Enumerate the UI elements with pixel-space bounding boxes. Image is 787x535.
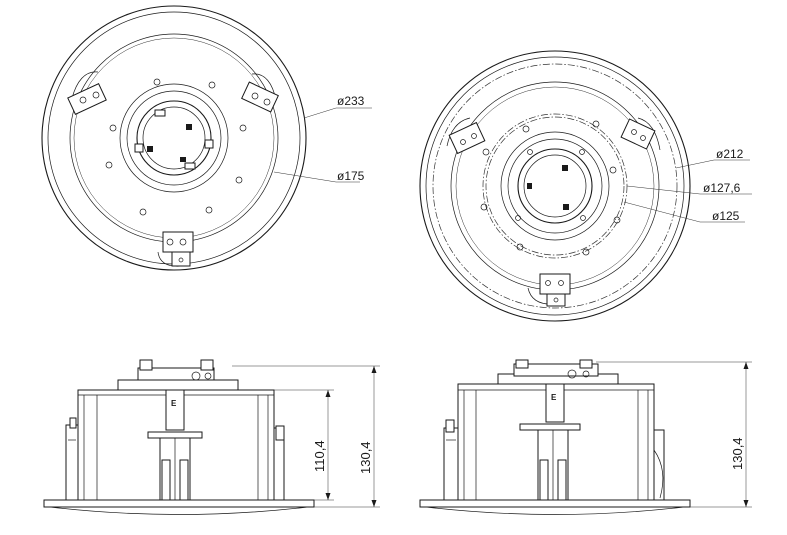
dim-inner-label: ø125	[712, 209, 740, 223]
dim-mid-label: ø127,6	[703, 181, 741, 195]
magnet-housing	[513, 363, 599, 377]
ring-127	[482, 113, 628, 259]
holder-lug	[154, 109, 166, 117]
centre-bracket	[165, 389, 185, 431]
top-view-right: ø212 ø127,6 ø125	[419, 50, 752, 322]
outer-rim-inner	[47, 11, 301, 265]
contact-block	[563, 204, 569, 210]
side-clip	[65, 424, 79, 501]
contact-block	[527, 183, 532, 189]
mount-clip	[241, 73, 279, 113]
centre-bracket	[545, 383, 565, 423]
leader-mid	[626, 185, 752, 195]
baffle-edge	[69, 33, 279, 243]
grille-ring	[73, 37, 275, 239]
side-clip	[443, 427, 459, 501]
magnet-core	[142, 106, 206, 170]
side-view-right: E 130,4	[419, 359, 752, 515]
dim-inner-label: ø175	[337, 169, 365, 183]
outer-rim	[419, 50, 691, 322]
dim-total-label: 130,4	[358, 441, 373, 474]
bracket-mark: E	[551, 393, 557, 402]
cutout-circle	[432, 63, 678, 309]
bezel	[43, 499, 315, 508]
ring-125	[485, 116, 625, 256]
mount-clip	[527, 273, 571, 307]
contact-block	[562, 165, 568, 171]
bezel-lip	[49, 506, 309, 515]
leader-outer	[675, 159, 750, 169]
dim-outer-label: ø233	[337, 94, 365, 108]
cone-ring-inner	[507, 138, 603, 234]
cone-ring	[500, 131, 610, 241]
cone-ring-inner	[126, 90, 222, 186]
bezel	[419, 499, 691, 508]
dim-total-label: 130,4	[730, 437, 745, 470]
leader-inner	[273, 171, 360, 183]
cone-ring	[119, 83, 229, 193]
magnet-ring	[517, 148, 593, 224]
outer-rim-inner	[425, 56, 685, 316]
mount-clip	[620, 117, 661, 151]
top-flange	[117, 379, 239, 391]
contact-block	[147, 146, 153, 152]
bracket-mark: E	[171, 399, 177, 408]
magnet-core	[523, 154, 587, 218]
magnet-housing	[137, 367, 215, 381]
dim-body-label: 110,4	[312, 440, 327, 472]
mount-clip	[446, 117, 486, 155]
screw-holes	[105, 78, 247, 216]
holder-lug	[204, 139, 214, 149]
side-view-left: E 110,4 130,4	[43, 359, 380, 515]
screw-holes	[480, 120, 621, 256]
holder-lug	[184, 162, 196, 170]
contact-block	[180, 157, 186, 162]
magnet-ring	[136, 100, 212, 176]
mount-clip	[67, 71, 107, 116]
side-clip	[653, 429, 665, 501]
contact-block	[186, 124, 192, 130]
outer-rim	[41, 5, 307, 271]
mount-clip	[157, 231, 194, 267]
holder-lug	[134, 143, 144, 153]
leader-inner	[623, 201, 745, 223]
top-view-left: ø233 ø175	[41, 5, 372, 271]
leader-outer	[303, 107, 372, 119]
bezel-lip	[425, 506, 685, 515]
dim-outer-label: ø212	[716, 147, 744, 161]
